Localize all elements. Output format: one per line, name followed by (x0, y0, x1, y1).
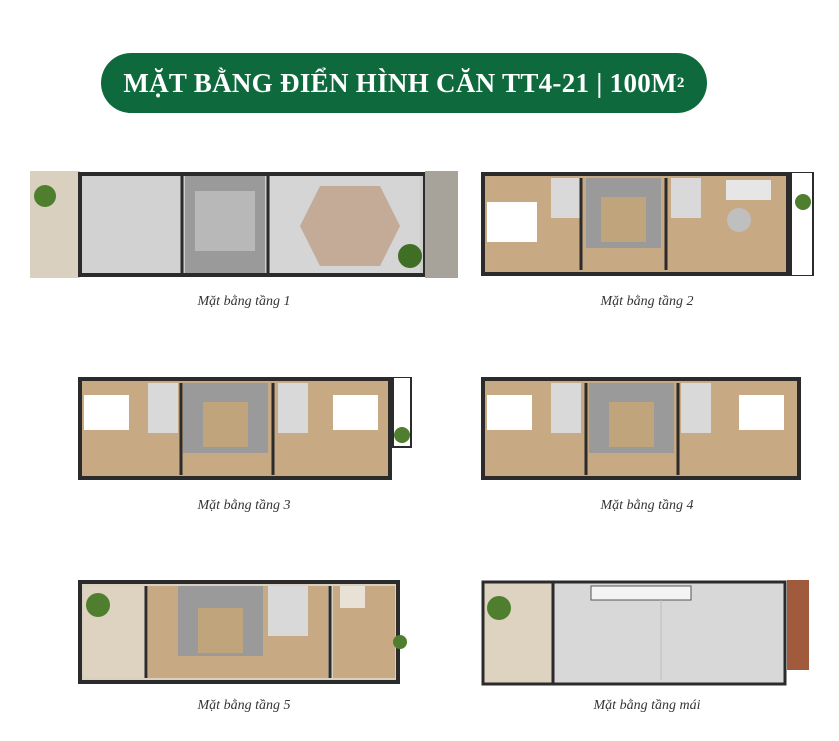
floor-caption-5: Mặt bằng tầng 5 (197, 698, 291, 713)
floor-caption-3: Mặt bằng tầng 3 (197, 498, 291, 513)
title-text: MẶT BẰNG ĐIỂN HÌNH CĂN TT4-21 | 100M (123, 67, 677, 98)
floor-plan-3 (78, 377, 413, 480)
floor-caption-4: Mặt bằng tầng 4 (600, 498, 694, 513)
floor-caption-1: Mặt bằng tầng 1 (197, 294, 291, 309)
floor-plan-5 (78, 580, 409, 684)
floor-caption-roof: Mặt bằng tầng mái (593, 698, 701, 713)
floor-plan-roof (481, 580, 811, 686)
floor-plan-2 (481, 172, 815, 276)
floor-plan-1 (30, 171, 458, 278)
floor-caption-2: Mặt bằng tầng 2 (600, 294, 694, 309)
floor-plan-4 (481, 377, 801, 480)
